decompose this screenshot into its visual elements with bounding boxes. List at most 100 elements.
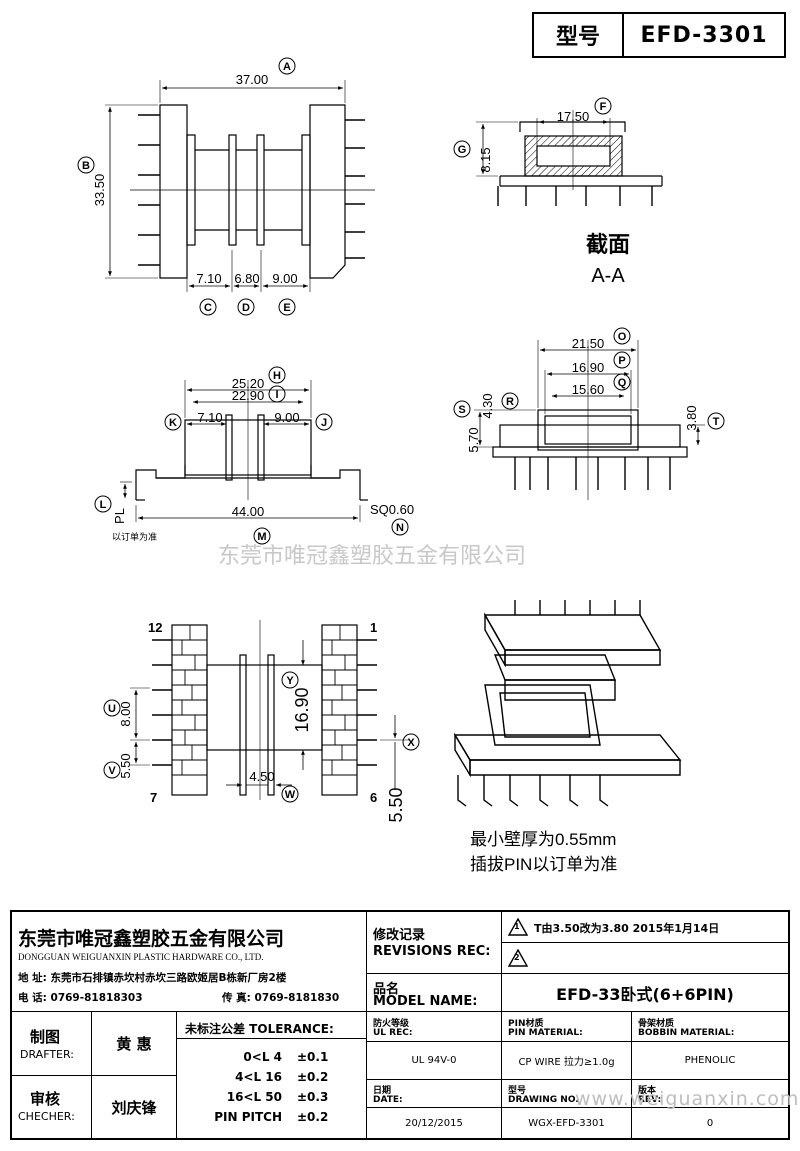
end-view <box>474 340 705 500</box>
drawing-cn: 型号 <box>508 1086 527 1096</box>
model-header: 型号 EFD-3301 <box>532 12 786 58</box>
svg-text:J: J <box>321 417 327 429</box>
dim-top-d1: 7.10 <box>196 271 221 286</box>
note-wall-thickness: 最小壁厚为0.55mm <box>470 830 616 849</box>
svg-text:Y: Y <box>286 675 294 687</box>
bobbin-en: BOBBIN MATERIAL: <box>638 1028 735 1038</box>
dim-top-width: 37.00 <box>236 72 269 87</box>
revisions-label-cell: 修改记录 REVISIONS REC: <box>367 912 502 974</box>
svg-text:W: W <box>285 789 296 801</box>
svg-text:P: P <box>618 355 625 367</box>
tol-value-2: ±0.2 <box>297 1070 329 1084</box>
note-pin: 插拔PIN以订单为准 <box>470 855 617 874</box>
label-Q: Q <box>613 373 631 391</box>
svg-text:U: U <box>108 703 116 715</box>
rev-value: 0 <box>706 1117 714 1129</box>
top-view <box>105 80 375 292</box>
ul-cn: 防火等级 <box>373 1019 410 1029</box>
checker-label-cell: 审核 CHECHER: <box>12 1076 92 1138</box>
label-R: R <box>501 392 519 410</box>
title-block: 东莞市唯冠鑫塑胶五金有限公司 DONGGUAN WEIGUANXIN PLAST… <box>10 910 790 1140</box>
pin-en: PIN MATERIAL: <box>508 1028 583 1038</box>
dim-bottom-gap: 4.50 <box>249 769 274 784</box>
svg-text:N: N <box>396 522 404 534</box>
tol-value-4: ±0.2 <box>297 1110 329 1124</box>
model-value: EFD-33卧式(6+6PIN) <box>556 984 734 1004</box>
revision-triangle-icon <box>508 918 528 936</box>
drafter-name-cell: 黄 惠 <box>92 1012 177 1076</box>
drawing-value-cell: WGX-EFD-3301 <box>502 1108 632 1138</box>
company-name-cn: 东莞市唯冠鑫塑胶五金有限公司 <box>18 928 285 950</box>
dim-top-d2: 6.80 <box>234 271 259 286</box>
drafter-name: 黄 惠 <box>116 1035 152 1053</box>
top-view-labels: A B C D E <box>77 57 296 316</box>
label-P: P <box>613 351 631 369</box>
pin-label-12: 12 <box>148 620 162 635</box>
dim-bottom-pitch-row: 8.00 <box>118 701 133 726</box>
dim-side-d2: 9.00 <box>274 410 299 425</box>
section-title: 截面 <box>586 232 630 257</box>
ul-label-cell: 防火等级 UL REC: <box>367 1012 502 1042</box>
label-U: U <box>103 699 121 717</box>
drawing-label-cell: 型号 DRAWING NO. <box>502 1080 632 1108</box>
svg-text:G: G <box>458 144 467 156</box>
company-name-en: DONGGUAN WEIGUANXIN PLASTIC HARDWARE CO.… <box>18 952 264 962</box>
drafter-label-cell: 制图 DRAFTER: <box>12 1012 92 1076</box>
checker-cn: 审核 <box>30 1090 61 1108</box>
svg-text:B: B <box>82 160 90 172</box>
svg-text:O: O <box>618 331 627 343</box>
label-V: V <box>103 761 121 779</box>
svg-text:Q: Q <box>618 377 627 389</box>
svg-text:D: D <box>242 302 250 314</box>
dim-end-h1: 4.30 <box>480 393 495 418</box>
svg-text:F: F <box>600 101 607 113</box>
dim-top-height: 33.50 <box>92 174 107 207</box>
svg-text:A: A <box>283 61 291 73</box>
tol-range-1: 0<L 4 <box>243 1050 282 1064</box>
tol-value-1: ±0.1 <box>297 1050 329 1064</box>
label-H: H <box>268 366 286 384</box>
dim-section-height: 8.15 <box>478 147 493 172</box>
revision-2-row: 2 <box>502 943 788 974</box>
dim-end-h3: 3.80 <box>684 405 699 430</box>
dim-pl: PL <box>112 508 127 524</box>
svg-text:V: V <box>108 765 116 777</box>
company-address: 地 址: 东莞市石排镇赤坎村赤坎三路欧姬居B栋新厂房2楼 <box>18 972 287 984</box>
svg-text:R: R <box>506 396 514 408</box>
checker-en: CHECHER: <box>18 1110 75 1123</box>
svg-text:K: K <box>169 417 177 429</box>
revision-1-row: 1 T由3.50改为3.80 2015年1月14日 <box>502 912 788 943</box>
ul-en: UL REC: <box>373 1028 413 1038</box>
label-W: W <box>281 785 299 803</box>
pin-label-1: 1 <box>370 620 377 635</box>
ul-value-cell: UL 94V-0 <box>367 1042 502 1080</box>
svg-text:M: M <box>257 531 266 543</box>
company-phone: 电 话: 0769-81818303 <box>18 992 143 1004</box>
label-O: O <box>613 327 631 345</box>
dim-side-w2: 22.90 <box>232 388 265 403</box>
label-E: E <box>278 298 296 316</box>
revisions-en: REVISIONS REC: <box>373 944 491 959</box>
drawing-en: DRAWING NO. <box>508 1095 579 1105</box>
pin-label-6: 6 <box>370 790 377 805</box>
dim-bottom-pin-offset: 5.50 <box>386 787 406 822</box>
tol-value-3: ±0.3 <box>297 1090 329 1104</box>
tol-range-3: 16<L 50 <box>226 1090 282 1104</box>
dim-top-d3: 9.00 <box>272 271 297 286</box>
revision-1-text: T由3.50改为3.80 2015年1月14日 <box>534 922 720 935</box>
side-view <box>120 380 368 522</box>
bottom-view <box>130 620 410 800</box>
pin-label-7: 7 <box>150 790 157 805</box>
bobbin-value-cell: PHENOLIC <box>632 1042 788 1080</box>
revision-1-mark: 1 <box>514 922 520 931</box>
isometric-view <box>453 600 682 807</box>
label-B: B <box>77 156 95 174</box>
date-value-cell: 20/12/2015 <box>367 1108 502 1138</box>
model-value-cell: EFD-33卧式(6+6PIN) <box>502 974 788 1012</box>
drafter-cn: 制图 <box>30 1028 61 1046</box>
label-K: K <box>164 413 182 431</box>
pin-label-cell: PIN材质 PIN MATERIAL: <box>502 1012 632 1042</box>
dim-end-h2: 5.70 <box>466 427 481 452</box>
date-cn: 日期 <box>373 1086 392 1096</box>
